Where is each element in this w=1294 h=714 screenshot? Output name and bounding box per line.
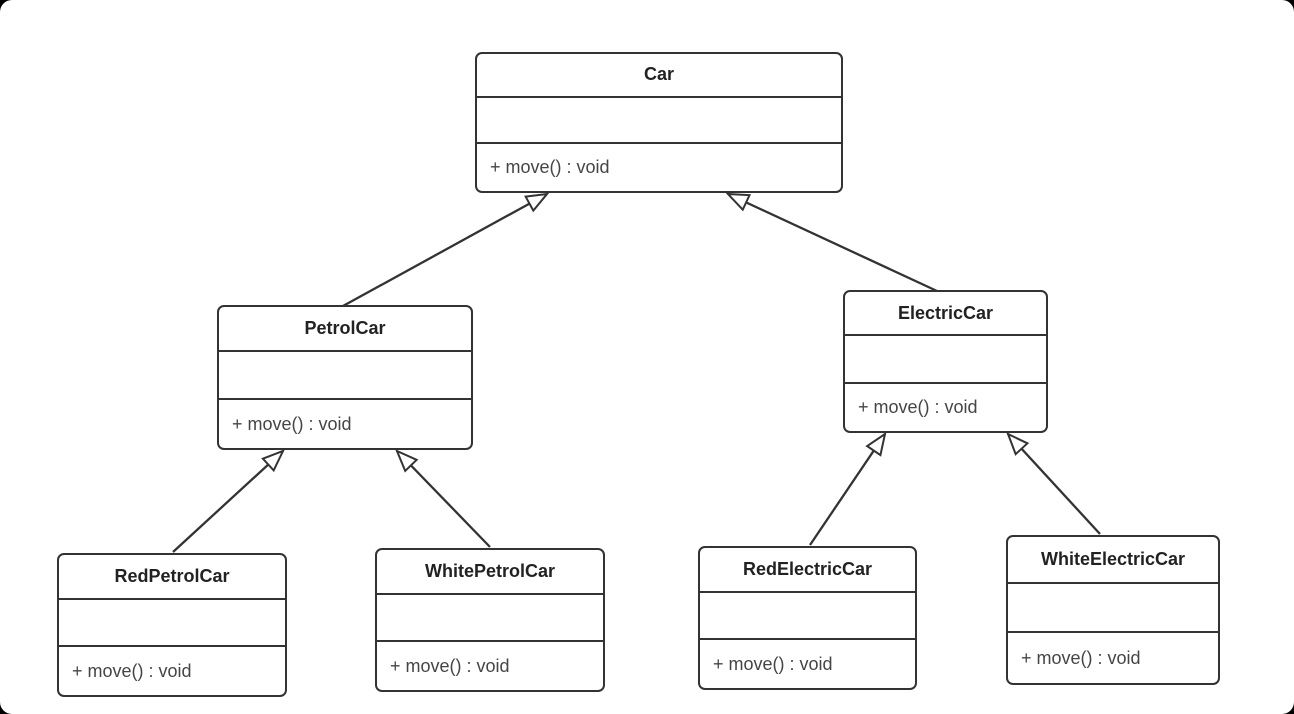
class-whitepetrolcar-name: WhitePetrolCar bbox=[377, 550, 603, 595]
inheritance-redelectriccar-to-electriccar bbox=[809, 434, 885, 546]
class-electriccar-name: ElectricCar bbox=[845, 292, 1046, 337]
class-whiteelectriccar-attributes bbox=[1008, 584, 1218, 634]
class-petrolcar-name: PetrolCar bbox=[219, 307, 471, 353]
inheritance-whitepetrolcar-to-petrolcar bbox=[397, 451, 491, 548]
class-electriccar-attributes bbox=[845, 336, 1046, 384]
class-whitepetrolcar[interactable]: WhitePetrolCar + move() : void bbox=[375, 548, 605, 692]
class-whiteelectriccar-methods: + move() : void bbox=[1021, 647, 1141, 668]
class-petrolcar[interactable]: PetrolCar + move() : void bbox=[217, 305, 473, 450]
class-car-attributes bbox=[477, 98, 841, 145]
class-redelectriccar-name: RedElectricCar bbox=[700, 548, 915, 593]
class-redpetrolcar-attributes bbox=[59, 600, 285, 648]
class-redpetrolcar[interactable]: RedPetrolCar + move() : void bbox=[57, 553, 287, 697]
class-redelectriccar-attributes bbox=[700, 593, 915, 641]
class-electriccar-methods: + move() : void bbox=[858, 396, 978, 417]
inheritance-petrolcar-to-car bbox=[342, 194, 547, 308]
inheritance-redpetrolcar-to-petrolcar bbox=[172, 451, 283, 553]
class-redelectriccar-methods: + move() : void bbox=[713, 653, 833, 674]
class-petrolcar-attributes bbox=[219, 352, 471, 401]
class-whiteelectriccar[interactable]: WhiteElectricCar + move() : void bbox=[1006, 535, 1220, 685]
inheritance-electriccar-to-car bbox=[728, 194, 938, 293]
class-whitepetrolcar-methods: + move() : void bbox=[390, 655, 510, 676]
class-car-name: Car bbox=[477, 54, 841, 98]
class-car[interactable]: Car + move() : void bbox=[475, 52, 843, 193]
class-whiteelectriccar-name: WhiteElectricCar bbox=[1008, 537, 1218, 584]
class-whitepetrolcar-attributes bbox=[377, 595, 603, 643]
class-redpetrolcar-name: RedPetrolCar bbox=[59, 555, 285, 600]
class-electriccar[interactable]: ElectricCar + move() : void bbox=[843, 290, 1048, 433]
class-redelectriccar[interactable]: RedElectricCar + move() : void bbox=[698, 546, 917, 690]
class-petrolcar-methods: + move() : void bbox=[232, 413, 352, 434]
class-car-methods: + move() : void bbox=[490, 157, 610, 178]
class-redpetrolcar-methods: + move() : void bbox=[72, 660, 192, 681]
inheritance-whiteelectriccar-to-electriccar bbox=[1008, 434, 1101, 535]
